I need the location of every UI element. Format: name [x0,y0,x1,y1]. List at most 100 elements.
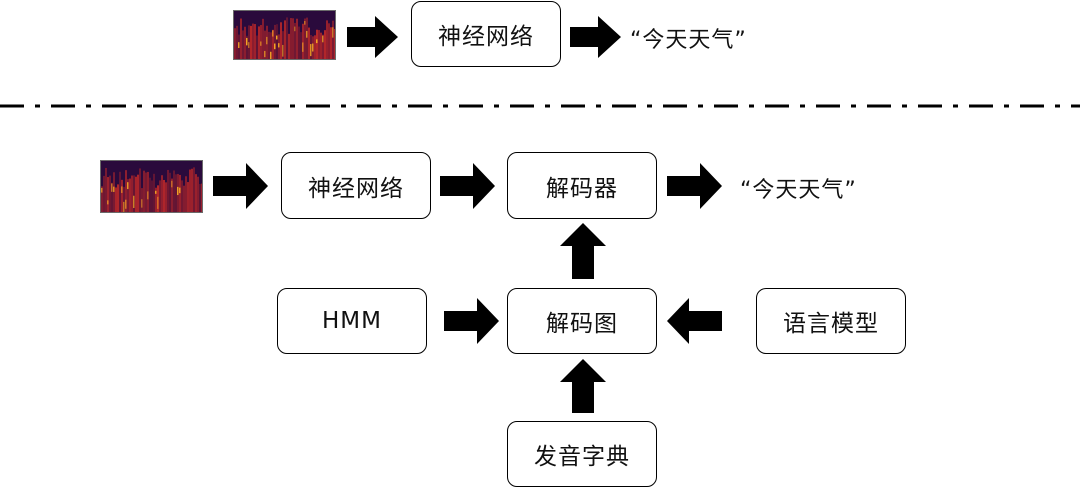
spectrogram-band [129,178,131,212]
spectrogram-band [113,172,115,212]
spectrogram-band [103,175,105,212]
block-arrow-icon [440,163,495,209]
spectrogram-band [149,177,151,212]
spectrogram-highlight [260,41,262,46]
block-arrow-icon [560,359,606,413]
spectrogram-band [153,173,155,212]
spectrogram-highlight [177,186,179,196]
hmm-label: HMM [322,308,382,334]
spectrogram-band [288,33,290,59]
decode-graph-box: 解码图 [507,288,657,354]
spectrogram-band [133,175,135,212]
spectrogram-band [127,179,129,212]
spectrogram-band [290,18,292,59]
spectrogram-band [201,183,202,212]
lexicon-label: 发音字典 [534,444,630,470]
spectrogram-highlight [304,21,306,25]
spectrogram-band [318,30,320,59]
spectrogram-band [121,179,123,212]
spectrogram-icon [233,10,336,60]
spectrogram-highlight [133,195,135,209]
spectrogram-band [246,35,248,59]
spectrogram-band [234,28,236,59]
spectrogram-band [334,28,335,59]
block-arrow-icon [570,16,621,58]
spectrogram-band [302,23,304,59]
spectrogram-band [250,25,252,59]
block-arrow-icon [213,163,268,209]
spectrogram-highlight [274,43,276,50]
spectrogram-band [191,168,193,212]
spectrogram-band [268,31,270,59]
spectrogram-band [171,178,173,212]
spectrogram-band [193,167,195,212]
spectrogram-highlight [155,190,157,194]
spectrogram-highlight [278,43,280,48]
decoder-box: 解码器 [507,152,657,219]
spectrogram-band [300,32,302,59]
spectrogram-band [167,169,169,212]
spectrogram-band [294,22,296,59]
spectrogram-highlight [147,191,149,200]
spectrogram-band [111,182,113,212]
spectrogram-band [119,171,121,212]
block-arrow-icon [667,163,722,209]
spectrogram-highlight [101,187,103,193]
spectrogram-highlight [157,196,159,209]
spectrogram-band [262,18,264,59]
spectrogram-band [163,179,165,212]
spectrogram-highlight [310,44,312,57]
spectrogram-band [109,175,111,212]
spectrogram-highlight [312,43,314,52]
spectrogram-band [123,186,125,212]
spectrogram-highlight [332,27,334,38]
spectrogram-band [105,167,107,212]
spectrogram-band [117,184,119,212]
spectrogram-band [151,180,153,212]
spectrogram-highlight [121,186,123,193]
spectrogram-band [328,23,330,59]
spectrogram-band [107,177,109,212]
spectrogram-band [139,168,141,212]
spectrogram-highlight [276,35,278,40]
spectrogram-highlight [302,42,304,52]
spectrogram-band [175,174,177,212]
hmm-box: HMM [277,288,427,354]
spectrogram-highlight [107,200,109,205]
spectrogram-band [143,170,145,212]
language-model-box: 语言模型 [756,288,906,354]
neural-network-box: 神经网络 [281,152,431,219]
spectrogram-band [179,174,181,212]
spectrogram-highlight [246,37,248,46]
spectrogram-band [242,30,244,59]
spectrogram-band [276,24,278,59]
spectrogram-highlight [282,44,284,57]
spectrogram-band [115,187,117,212]
spectrogram-band [131,175,133,212]
spectrogram-band [189,169,191,212]
spectrogram-band [244,26,246,59]
spectrogram-highlight [111,183,113,192]
spectrogram-highlight [266,36,268,45]
spectrogram-band [314,35,316,59]
spectrogram-band [316,29,318,59]
spectrogram-band [308,27,310,59]
spectrogram-highlight [125,199,127,209]
spectrogram-band [240,18,242,59]
spectrogram-band [304,18,306,59]
spectrogram-band [169,172,171,212]
spectrogram-band [332,20,334,59]
spectrogram-band [298,26,300,59]
spectrogram-highlight [316,39,318,44]
neural-network-label: 神经网络 [308,175,404,202]
spectrogram-band [306,17,308,59]
block-arrow-icon [347,16,398,58]
spectrogram-icon [100,160,203,213]
spectrogram-band [280,22,282,59]
decoder-label: 解码器 [546,175,618,202]
spectrogram-band [286,17,288,59]
spectrogram-band [264,30,266,59]
spectrogram-band [326,20,328,59]
